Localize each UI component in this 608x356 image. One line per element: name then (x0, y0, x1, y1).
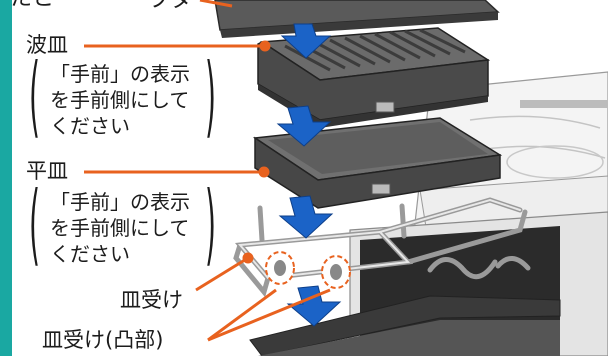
flat-plate-shape (252, 117, 503, 209)
leader-lines (84, 0, 331, 342)
plate-holder-rack-highlight (237, 198, 521, 280)
partial-top-text: たと (10, 0, 54, 10)
wave-note-left-paren: ( (29, 44, 40, 147)
wave-note-right-paren: ) (205, 44, 216, 147)
wave-plate-label: 波皿 (26, 33, 68, 57)
wave-note-line-2: を手前側にして (50, 88, 190, 112)
wave-note-line-1: 「手前」の表示 (50, 62, 190, 86)
side-accent-bar (0, 0, 12, 356)
arrow-lid-to-wave (280, 23, 332, 59)
flat-note-line-2: を手前側にして (50, 216, 190, 240)
grill-drawer-rail (249, 295, 561, 356)
arrow-rack-to-drawer (286, 285, 342, 327)
flat-plate-label: 平皿 (26, 159, 68, 183)
arrow-wave-to-flat (276, 105, 332, 147)
flat-note-left-paren: ( (29, 172, 40, 275)
plate-holder-bumps (265, 251, 351, 289)
flat-note-line-3: ください (50, 242, 130, 266)
flat-note-right-paren: ) (205, 172, 216, 275)
lid-label: フタ (148, 0, 193, 13)
lid-shape (214, 0, 500, 38)
flat-note-line-1: 「手前」の表示 (50, 190, 190, 214)
wave-note-line-3: ください (50, 114, 130, 138)
plate-holder-label: 皿受け (120, 288, 183, 312)
plate-holder-bump-label: 皿受け(凸部) (42, 328, 164, 352)
insert-arrows (276, 23, 342, 327)
arrow-flat-to-rack (278, 195, 334, 239)
